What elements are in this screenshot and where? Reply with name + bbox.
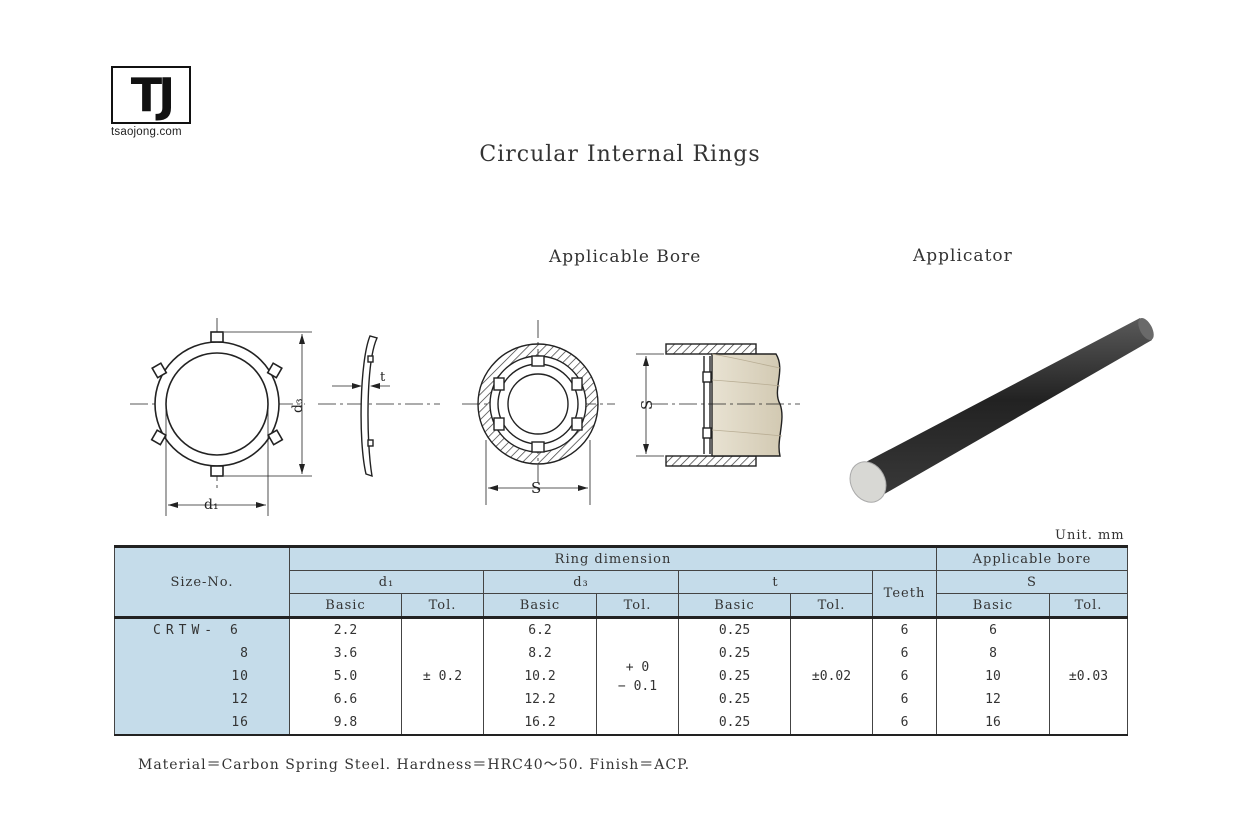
table-row: 8 3.6 8.2 0.25 6 8 (114, 642, 1128, 665)
bore-section-view (462, 320, 615, 505)
applicable-bore-header: Applicable bore (936, 546, 1128, 571)
t-label: t (380, 370, 386, 385)
t-basic-cell: 0.25 (678, 711, 791, 735)
d1-header: d₁ (289, 570, 484, 594)
s-label-bore: S (531, 479, 541, 497)
table-row: 10 5.0 10.2 0.25 6 10 (114, 665, 1128, 688)
d3-basic-cell: 6.2 (483, 616, 597, 642)
d3-basic-cell: 12.2 (483, 688, 597, 711)
teeth-cell: 6 (872, 688, 937, 711)
company-logo: TJ tsaojong.com (111, 66, 191, 138)
ring-dimension-header: Ring dimension (289, 546, 937, 571)
applicable-bore-label: Applicable Bore (549, 247, 702, 267)
page-title: Circular Internal Rings (479, 142, 761, 167)
d1-tol-cell: ± 0.2 (401, 616, 484, 735)
logo-url: tsaojong.com (111, 126, 182, 138)
bore-housing-view (636, 343, 800, 467)
dimension-table: Size-No. Ring dimension Applicable bore … (114, 545, 1128, 736)
d1-basic-cell: 6.6 (289, 688, 402, 711)
d3-label: d₃ (290, 398, 306, 413)
t-header: t (678, 570, 873, 594)
s-tol-header: Tol. (1049, 593, 1128, 619)
d3-basic-cell: 16.2 (483, 711, 597, 735)
s-basic-header: Basic (936, 593, 1050, 619)
s-basic-cell: 6 (936, 616, 1050, 642)
s-basic-cell: 8 (936, 642, 1050, 665)
teeth-cell: 6 (872, 642, 937, 665)
d1-basic-cell: 2.2 (289, 616, 402, 642)
d3-basic-cell: 8.2 (483, 642, 597, 665)
t-basic-header: Basic (678, 593, 791, 619)
size-cell: 8 (114, 642, 290, 665)
unit-label: Unit. mm (1055, 528, 1125, 543)
d3-tol-minus: − 0.1 (617, 678, 658, 694)
t-basic-cell: 0.25 (678, 642, 791, 665)
teeth-cell: 6 (872, 616, 937, 642)
s-basic-cell: 12 (936, 688, 1050, 711)
s-basic-cell: 16 (936, 711, 1050, 735)
d1-basic-cell: 9.8 (289, 711, 402, 735)
t-tol-cell: ±0.02 (790, 616, 873, 735)
applicator-label: Applicator (913, 246, 1013, 266)
size-no-header: Size-No. (114, 546, 290, 618)
d1-tol-header: Tol. (401, 593, 484, 619)
applicator-rod (849, 318, 1154, 503)
d1-basic-cell: 5.0 (289, 665, 402, 688)
table-row: 16 9.8 16.2 0.25 6 16 (114, 711, 1128, 735)
d1-basic-header: Basic (289, 593, 402, 619)
ring-front-view (130, 318, 312, 516)
teeth-cell: 6 (872, 665, 937, 688)
table-row: 12 6.6 12.2 0.25 6 12 (114, 688, 1128, 711)
size-cell: CRTW- 6 (114, 616, 290, 642)
s-basic-cell: 10 (936, 665, 1050, 688)
logo-mark: TJ (111, 66, 191, 124)
s-tol-cell: ±0.03 (1049, 616, 1128, 735)
d3-tol-plus: + 0 (625, 659, 650, 675)
t-basic-cell: 0.25 (678, 665, 791, 688)
size-cell: 10 (114, 665, 290, 688)
teeth-cell: 6 (872, 711, 937, 735)
size-cell: 16 (114, 711, 290, 735)
table-row: CRTW- 6 2.2 ± 0.2 6.2 + 0 − 0.1 0.25 ±0.… (114, 616, 1128, 735)
t-basic-cell: 0.25 (678, 688, 791, 711)
ring-side-view (318, 335, 440, 478)
t-tol-header: Tol. (790, 593, 873, 619)
s-label-housing: S (638, 400, 656, 410)
d3-basic-cell: 10.2 (483, 665, 597, 688)
material-footnote: Material＝Carbon Spring Steel. Hardness＝H… (138, 757, 691, 773)
s-header: S (936, 570, 1128, 594)
t-basic-cell: 0.25 (678, 616, 791, 642)
d1-basic-cell: 3.6 (289, 642, 402, 665)
d3-tol-header: Tol. (596, 593, 679, 619)
size-cell: 12 (114, 688, 290, 711)
d3-tol-cell: + 0 − 0.1 (596, 616, 679, 735)
d3-header: d₃ (483, 570, 679, 594)
d3-basic-header: Basic (483, 593, 597, 619)
d1-label: d₁ (204, 497, 219, 513)
teeth-header: Teeth (872, 570, 937, 618)
technical-drawings: d₃ d₁ t S (130, 318, 1154, 516)
